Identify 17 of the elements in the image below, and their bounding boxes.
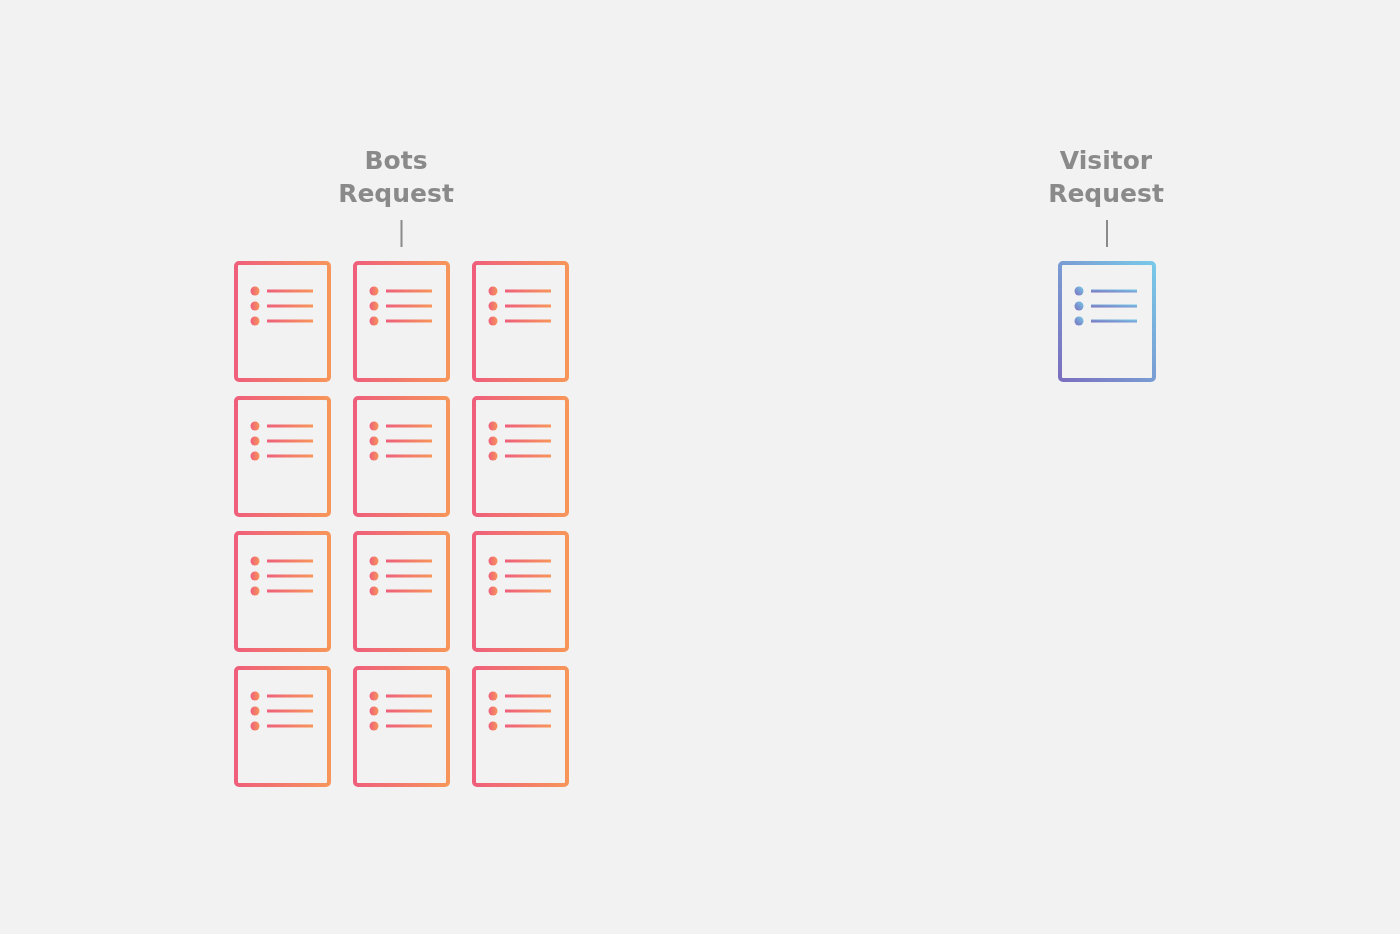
request-label: Visitor Request	[1026, 144, 1186, 210]
document-icon	[353, 396, 450, 517]
document-icon	[234, 396, 331, 517]
document-icon	[353, 261, 450, 382]
document-icon	[472, 261, 569, 382]
document-icon	[353, 666, 450, 787]
document-icon	[234, 531, 331, 652]
document-icon	[472, 396, 569, 517]
leader-line	[1106, 219, 1108, 248]
document-icon	[472, 666, 569, 787]
document-icon	[472, 531, 569, 652]
document-icon	[353, 531, 450, 652]
document-icon	[234, 666, 331, 787]
document-icon	[234, 261, 331, 382]
document-icon	[1058, 261, 1156, 382]
request-label: Bots Request	[316, 144, 476, 210]
leader-line	[400, 219, 403, 248]
